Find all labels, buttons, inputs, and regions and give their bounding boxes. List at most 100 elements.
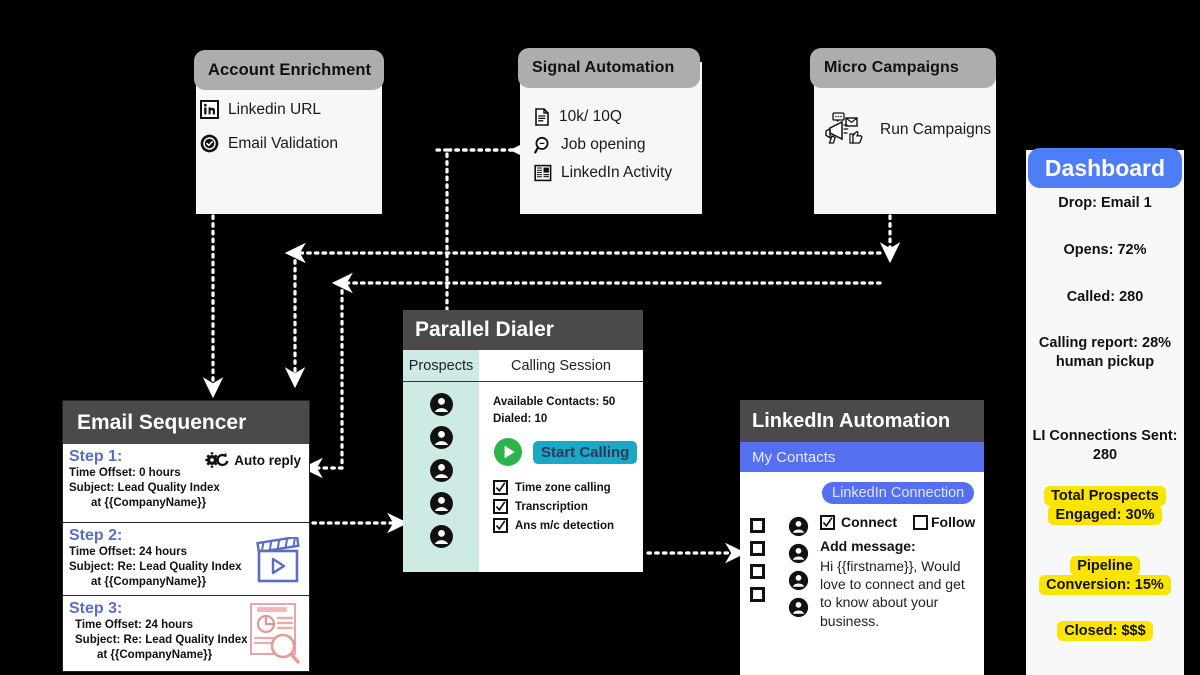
linkedin-automation-title: LinkedIn Automation xyxy=(740,400,984,442)
checkbox-checked-icon[interactable] xyxy=(820,514,835,530)
dashboard-metric: LI Connections Sent: 280 xyxy=(1032,428,1178,463)
email-sequencer-title: Email Sequencer xyxy=(63,401,309,444)
checkbox-row[interactable]: Transcription xyxy=(493,499,635,514)
contact-avatars xyxy=(788,516,809,618)
account-enrichment-items: Linkedin URL Email Validation xyxy=(200,100,380,168)
play-circle-icon[interactable] xyxy=(493,437,523,467)
step-offset: Time Offset: 0 hours xyxy=(69,467,181,479)
checkbox-unchecked-icon[interactable] xyxy=(750,541,765,556)
list-item[interactable]: Job opening xyxy=(534,136,704,154)
linkedin-icon xyxy=(200,100,219,119)
tab-calling-session[interactable]: Calling Session xyxy=(479,350,643,381)
list-item-label: Email Validation xyxy=(228,134,338,152)
step-title: Step 3: xyxy=(69,600,123,617)
avatar xyxy=(429,392,454,417)
list-item[interactable]: 10k/ 10Q xyxy=(534,108,704,126)
list-item[interactable]: Linkedin URL xyxy=(200,100,380,119)
list-item[interactable]: Email Validation xyxy=(200,134,380,153)
sequencer-step-1[interactable]: Step 1: Time Offset: 0 hours Subject: Le… xyxy=(63,444,309,522)
checkbox-label: Time zone calling xyxy=(515,481,611,494)
avatar xyxy=(788,516,809,537)
list-item-label: 10k/ 10Q xyxy=(559,108,622,125)
message-textarea[interactable]: Hi {{firstname}}, Would love to connect … xyxy=(820,558,965,629)
step-body: Time Offset: 24 hours Subject: Re: Lead … xyxy=(69,545,309,591)
step-subject: Subject: Lead Quality Index xyxy=(69,482,220,495)
email-sequencer-card: Email Sequencer Step 1: Time Offset: 0 h… xyxy=(62,400,310,672)
checkbox-label: Ans m/c detection xyxy=(515,519,615,532)
linkedin-message-panel: Connect Follow Add message: Hi {{firstna… xyxy=(820,514,978,630)
checkbox-row[interactable]: Ans m/c detection xyxy=(493,518,635,533)
tab-prospects[interactable]: Prospects xyxy=(403,350,479,381)
avatar xyxy=(429,458,454,483)
dashboard-highlight: Total Prospects Engaged: 30% xyxy=(1030,486,1180,525)
dashboard-highlight: Closed: $$$ xyxy=(1030,621,1180,641)
auto-reply-badge: Auto reply xyxy=(204,450,301,470)
sequencer-step-3[interactable]: Step 3: Time Offset: 24 hours Subject: R… xyxy=(63,595,309,673)
dashboard-highlight: Pipeline Conversion: 15% xyxy=(1030,556,1180,595)
avatar xyxy=(788,570,809,591)
linkedin-automation-card: LinkedIn Automation My Contacts LinkedIn… xyxy=(740,400,984,675)
step-body: Time Offset: 0 hours Subject: Lead Quali… xyxy=(69,466,309,512)
checkbox-unchecked-icon[interactable] xyxy=(913,514,928,530)
parallel-dialer-title: Parallel Dialer xyxy=(403,310,643,350)
step-title: Step 2: xyxy=(69,527,123,544)
checkbox-unchecked-icon[interactable] xyxy=(750,564,765,579)
document-icon xyxy=(534,108,550,126)
list-item[interactable]: LinkedIn Activity xyxy=(534,164,704,182)
contact-select-checkboxes[interactable] xyxy=(750,518,765,602)
dashboard-highlight-text: Total Prospects Engaged: 30% xyxy=(1044,486,1166,525)
dashboard-metric: Drop: Email 1 xyxy=(1058,195,1152,211)
checkbox-unchecked-icon[interactable] xyxy=(750,518,765,533)
step-subject-cont: at {{CompanyName}} xyxy=(91,497,207,510)
account-enrichment-title: Account Enrichment xyxy=(194,50,384,90)
avatar xyxy=(429,491,454,516)
parallel-dialer-card: Parallel Dialer Prospects Calling Sessio… xyxy=(403,310,643,572)
case-study-icon xyxy=(245,602,301,671)
checkbox-checked-icon[interactable] xyxy=(493,499,508,514)
sequencer-step-2[interactable]: Step 2: Time Offset: 24 hours Subject: R… xyxy=(63,522,309,595)
dashboard-highlight-text: Pipeline Conversion: 15% xyxy=(1039,556,1171,595)
checkbox-label: Transcription xyxy=(515,500,588,513)
micro-campaigns-items: Run Campaigns xyxy=(824,112,1000,148)
search-icon xyxy=(534,136,552,154)
activity-feed-icon xyxy=(534,164,552,182)
list-item-label: Job opening xyxy=(561,136,646,153)
connect-follow-options: Connect Follow xyxy=(820,514,978,530)
list-item[interactable]: Run Campaigns xyxy=(824,112,1000,148)
step-body: Time Offset: 24 hours Subject: Re: Lead … xyxy=(69,618,309,664)
auto-reply-label: Auto reply xyxy=(234,452,301,468)
signal-automation-title: Signal Automation xyxy=(518,48,700,88)
video-clapperboard-icon xyxy=(253,535,303,590)
avatar xyxy=(429,425,454,450)
checkbox-checked-icon[interactable] xyxy=(493,518,508,533)
avatar xyxy=(429,524,454,549)
avatar xyxy=(788,543,809,564)
dashboard-metric: Calling report: 28% human pickup xyxy=(1038,335,1172,370)
signal-automation-items: 10k/ 10Q Job opening LinkedIn Activity xyxy=(534,108,704,192)
step-subject-cont: at {{CompanyName}} xyxy=(97,649,213,662)
dashboard-title: Dashboard xyxy=(1028,148,1182,188)
dialed-stat: Dialed: 10 xyxy=(493,413,548,425)
dashboard-highlight-text: Closed: $$$ xyxy=(1057,621,1153,641)
step-title: Step 1: xyxy=(69,448,123,465)
list-item-label: Linkedin URL xyxy=(228,100,322,118)
checkbox-row[interactable]: Time zone calling xyxy=(493,480,635,495)
available-contacts-stat: Available Contacts: 50 xyxy=(493,396,616,408)
list-item-label: Run Campaigns xyxy=(880,121,992,138)
step-subject-cont: at {{CompanyName}} xyxy=(91,576,207,589)
start-calling-button[interactable]: Start Calling xyxy=(533,440,638,464)
megaphone-icon xyxy=(824,112,864,148)
step-offset: Time Offset: 24 hours xyxy=(75,619,194,631)
connect-label: Connect xyxy=(841,514,897,530)
linkedin-connection-pill[interactable]: LinkedIn Connection xyxy=(822,482,975,504)
verified-badge-icon xyxy=(200,134,219,153)
checkbox-checked-icon[interactable] xyxy=(493,480,508,495)
prospect-list[interactable] xyxy=(403,382,479,572)
my-contacts-header[interactable]: My Contacts xyxy=(740,442,984,472)
step-offset: Time Offset: 24 hours xyxy=(69,546,188,558)
follow-label: Follow xyxy=(931,514,976,530)
add-message-label: Add message: xyxy=(820,538,916,554)
checkbox-unchecked-icon[interactable] xyxy=(750,587,765,602)
step-subject: Subject: Re: Lead Quality Index xyxy=(69,561,242,574)
